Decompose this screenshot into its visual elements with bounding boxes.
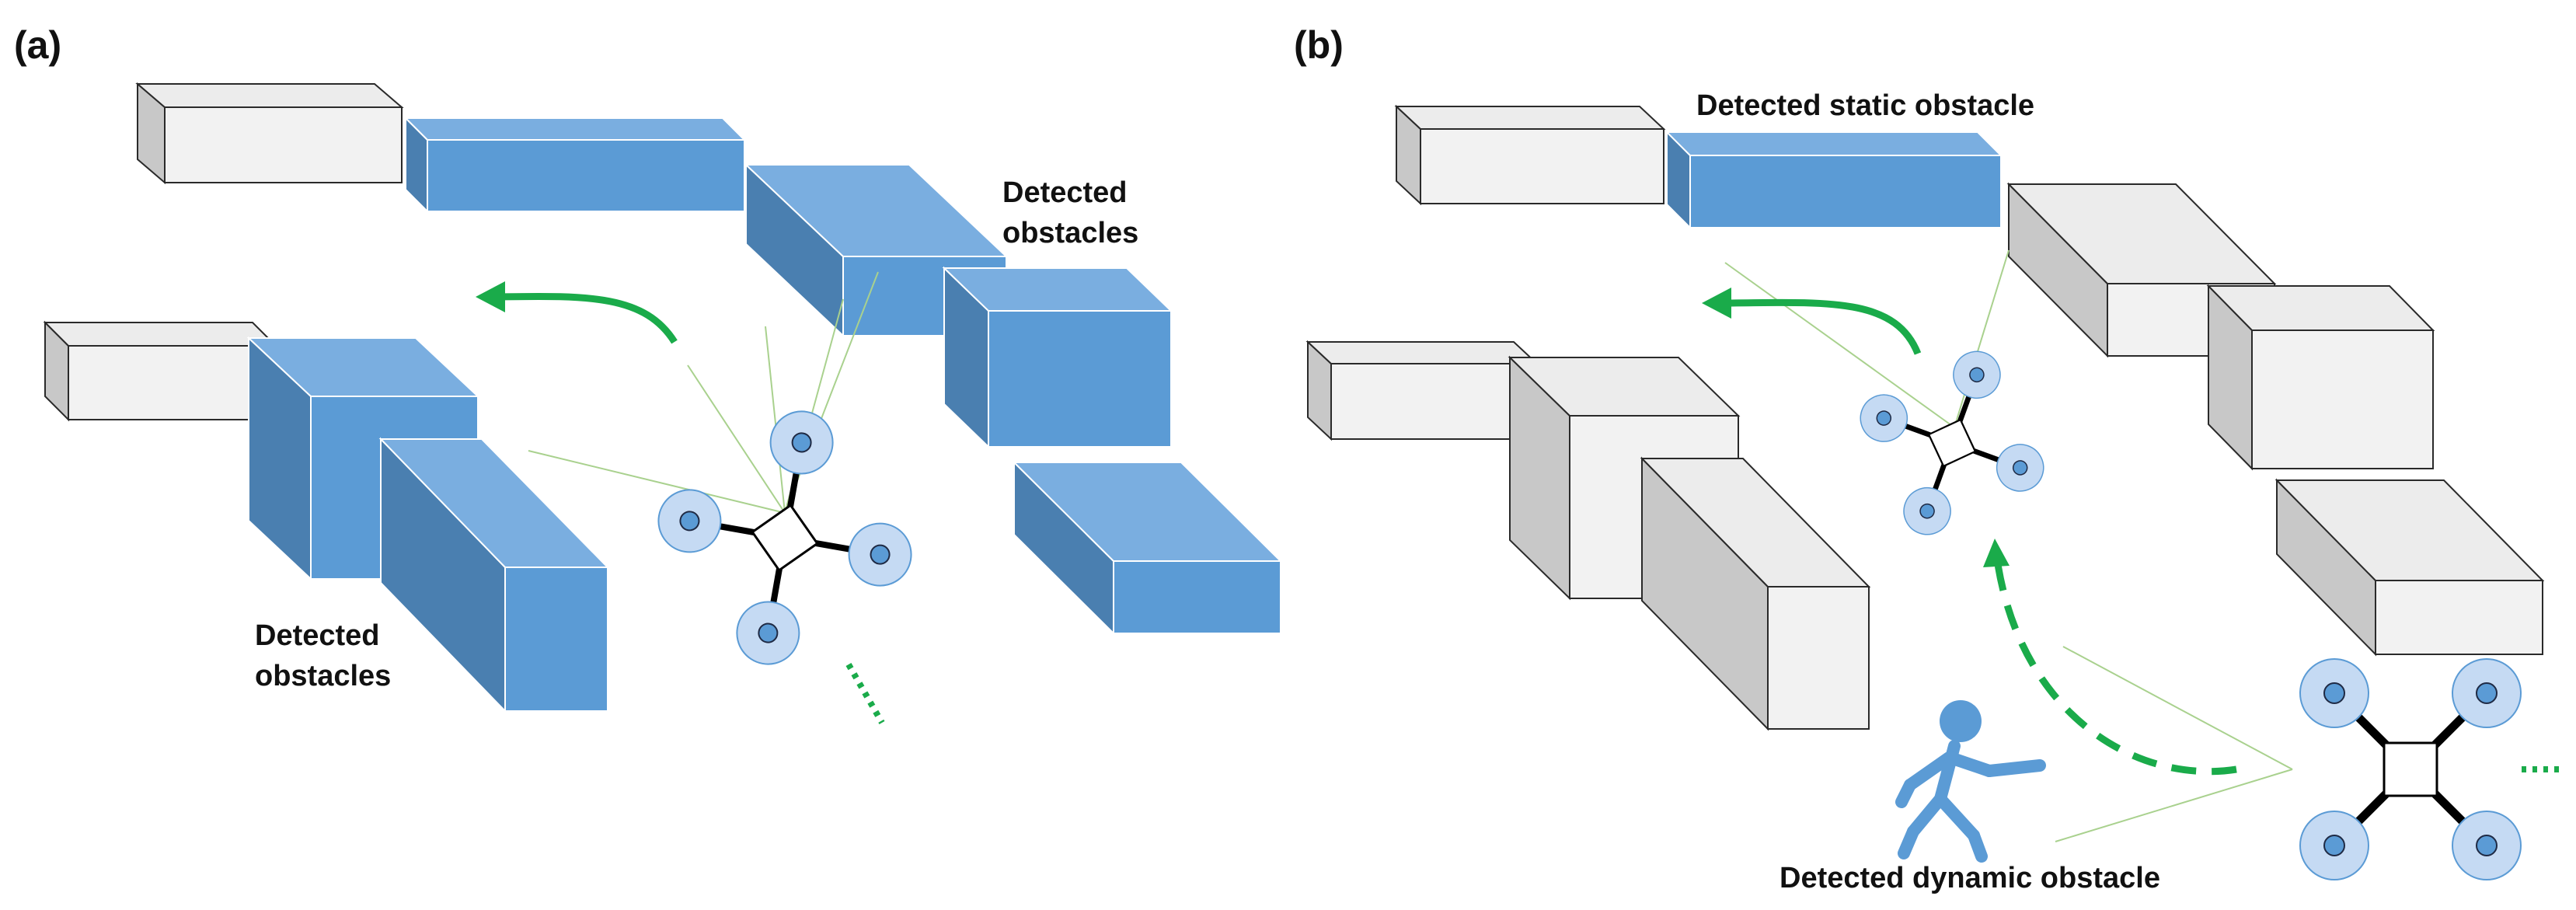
- panel-a: (a): [14, 23, 1283, 724]
- drone-icon: [657, 410, 912, 665]
- detected-obstacle-cube: [942, 266, 1173, 449]
- static-obstacle-white-b: [1394, 104, 1666, 206]
- sensor-rays-lower: [2055, 646, 2293, 842]
- static-obstacle-white: [135, 82, 404, 185]
- static-obstacle-long-b: [1640, 456, 1871, 731]
- static-obstacle-white-left: [43, 320, 278, 422]
- planned-path-arrow-b: [1702, 288, 1922, 355]
- detected-static-obstacle: [1664, 130, 2003, 230]
- annotation-detected-static-obstacle: Detected static obstacle: [1696, 89, 2034, 122]
- sensor-rays-b: [1724, 249, 2010, 428]
- annotation-detected-dynamic-obstacle: Detected dynamic obstacle: [1779, 862, 2160, 894]
- panel-b: (b): [1294, 23, 2564, 894]
- detected-obstacle-slab: [1012, 460, 1283, 636]
- detected-obstacle-long: [378, 437, 610, 713]
- panel-b-label: (b): [1294, 23, 1344, 67]
- drone-trail-dotted: [845, 663, 885, 724]
- static-obstacle-slab-b: [2274, 478, 2545, 657]
- panel-a-label: (a): [14, 23, 61, 67]
- static-obstacle-white-left-b: [1305, 340, 1539, 441]
- drone-icon: [1860, 350, 2044, 535]
- drone-icon: [2299, 658, 2522, 880]
- dynamic-path-dashed-arrow: [1983, 539, 2237, 776]
- planned-path-arrow: [476, 281, 678, 344]
- person-icon: [1895, 700, 2046, 863]
- detected-obstacle-bar: [403, 116, 747, 214]
- static-obstacle-cube-b: [2206, 284, 2435, 471]
